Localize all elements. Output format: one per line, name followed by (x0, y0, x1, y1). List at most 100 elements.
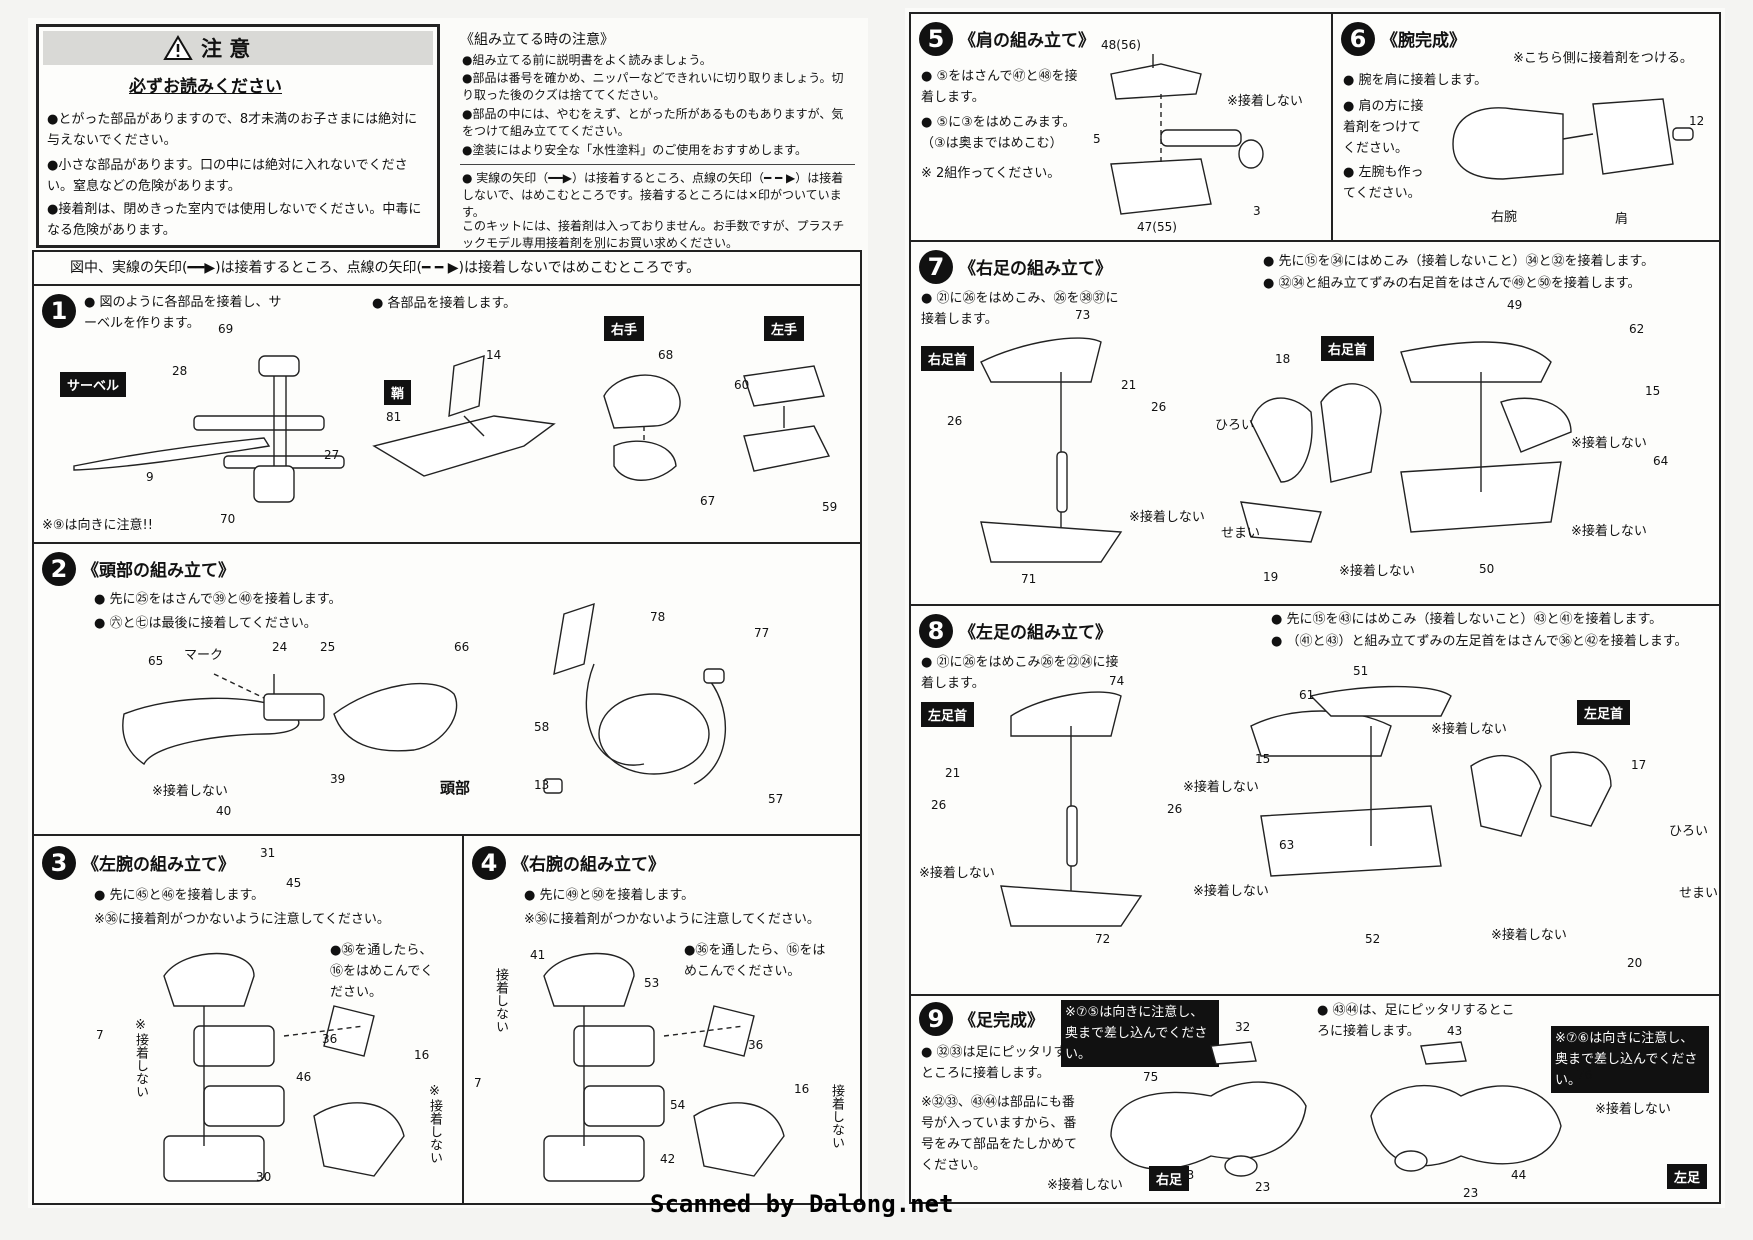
part-number: 72 (1095, 932, 1111, 946)
step-9: 9 《足完成》 ● ㉜㉝は足にピッタリするところに接着します。 ※㉜㉝、㊸㊹は部… (911, 996, 1719, 1202)
right-arm-label: 右腕 (1491, 210, 1518, 225)
part-number: 76 (1577, 1068, 1593, 1082)
part-number: 66 (454, 640, 470, 654)
no-bond-note: 接着しない (829, 1084, 844, 1149)
part-number: 67 (700, 494, 716, 508)
part-number: 65 (148, 654, 164, 668)
step-text: ● ㊸㊹は、足にピッタリするところに接着します。 (1317, 1003, 1515, 1039)
part-number: 18 (1275, 352, 1291, 366)
shoulder-diagram (1110, 54, 1264, 215)
right-foot-complete-diagram (1110, 1041, 1307, 1177)
legend-text: 図中、実線の矢印(━━▶)は接着するところ、点線の矢印(━ ━ ▶)は接着しない… (70, 260, 701, 276)
part-number: 70 (220, 512, 236, 526)
part-number: 20 (1627, 956, 1643, 970)
step-note: ※こちら側に接着剤をつける。 (1513, 51, 1693, 66)
mark-label: マーク (184, 648, 224, 663)
saber-diagram (73, 355, 345, 503)
part-number: 59 (822, 500, 838, 514)
step-text: ● 腕を肩に接着します。 (1343, 73, 1488, 88)
narrow-label: せまい (1679, 886, 1719, 901)
part-number: 64 (1653, 454, 1669, 468)
step-text: ● 先に㊺と㊻を接着します。 (94, 888, 265, 903)
wide-label: ひろい (1669, 824, 1709, 839)
left-foot-label: 左足 (1667, 1164, 1708, 1189)
no-bond-note: ※接着しない (427, 1084, 442, 1164)
left-foot-complete-diagram (1370, 1041, 1562, 1172)
part-number: 15 (1645, 384, 1661, 398)
step-text: ● 肩の方に接着剤をつけてください。 (1343, 99, 1424, 156)
part-number: 5 (1093, 132, 1101, 146)
step-5: 5 《肩の組み立て》 ● ⑤をはさんで㊼と㊽を接着します。 ● ⑤に③をはめこみ… (911, 14, 1333, 242)
step-text: ● ㉑に㉖をはめこみ㉖を㉒㉔に接着します。 (921, 655, 1119, 691)
step-text: ● 先に⑮を㉞にはめこみ（接着しないこと）㉞と㉜を接着します。 (1263, 254, 1655, 269)
part-number: 24 (272, 640, 288, 654)
part-number: 26 (947, 414, 963, 428)
arrow-note: ● 実線の矢印（━━▶）は接着するところ、点線の矢印（━ ━ ▶）は接着しないで… (462, 171, 844, 219)
part-number: 57 (768, 792, 784, 806)
part-number: 13 (534, 778, 550, 792)
part-number: 16 (414, 1048, 430, 1062)
no-bond-note: ※接着しない (919, 866, 995, 881)
caution-box: 注 意 必ずお読みください ●とがった部品がありますので、8才未満のお子さまには… (36, 24, 440, 248)
assembly-notes: 《組み立てる時の注意》 ●組み立てる前に説明書をよく読みましょう。 ●部品は番号… (460, 24, 860, 250)
part-number: 19 (1263, 570, 1279, 584)
assembly-note-item: ●組み立てる前に説明書をよく読みましょう。 (462, 53, 712, 67)
step-number: 7 (919, 250, 953, 284)
step-number: 1 (42, 294, 76, 328)
step-text: ● （㊶と㊸）と組み立てずみの左足首をはさんで㊱と㊷を接着します。 (1271, 634, 1688, 649)
step-6: 6 《腕完成》 ● 腕を肩に接着します。 ● 肩の方に接着剤をつけてください。 … (1333, 14, 1719, 242)
step-title: 《頭部の組み立て》 (82, 561, 235, 581)
step-note: ※⑦⑤は向きに注意し、奥まで差し込んでください。 (1061, 1000, 1219, 1067)
part-number: 36 (748, 1038, 764, 1052)
part-number: 43 (1447, 1024, 1463, 1038)
step-title: 《肩の組み立て》 (959, 31, 1095, 51)
part-number: 51 (1353, 664, 1369, 678)
legend-bar: 図中、実線の矢印(━━▶)は接着するところ、点線の矢印(━ ━ ▶)は接着しない… (34, 252, 860, 286)
step-text: ● ⑤に③をはめこみます。（③は奥まではめこむ） (921, 115, 1076, 151)
assembly-note-item: ●部品は番号を確かめ、ニッパーなどできれいに切り取りましょう。切り取った後のクズ… (462, 71, 844, 102)
step-text: ● 先に⑮を㊸にはめこみ（接着しないこと）㊸と㊶を接着します。 (1271, 612, 1663, 627)
part-number: 45 (286, 876, 302, 890)
right-foot-label: 右足 (1149, 1166, 1190, 1191)
head-label: 頭部 (440, 779, 471, 797)
part-number: 28 (172, 364, 188, 378)
part-number: 60 (734, 378, 750, 392)
head-diagram (543, 602, 727, 794)
no-bond-note: ※接着しない (1227, 94, 1303, 109)
part-number: 53 (644, 976, 660, 990)
right-hand-diagram (603, 374, 681, 481)
no-bond-note: ※接着しない (133, 1018, 148, 1098)
part-number: 21 (945, 766, 961, 780)
caution-item: ●とがった部品がありますので、8才未満のお子さまには絶対に与えないでください。 (47, 112, 418, 148)
left-page: 注 意 必ずお読みください ●とがった部品がありますので、8才未満のお子さまには… (28, 18, 868, 1208)
left-ankle-diagram (1000, 691, 1143, 927)
no-bond-note: ※接着しない (1491, 928, 1567, 943)
part-number: 68 (658, 348, 674, 362)
right-arm-diagram (543, 952, 785, 1182)
caution-item: ●接着剤は、閉めきった室内では使用しないでください。中毒になる危険があります。 (47, 202, 422, 238)
step-number: 4 (472, 846, 506, 880)
part-number: 47(55) (1137, 220, 1177, 234)
right-ankle-diagram (980, 337, 1123, 563)
step-text: ● 図のように各部品を接着し、サーベルを作ります。 (84, 295, 282, 331)
left-hand-label: 左手 (764, 316, 805, 341)
left-arm-diagram (163, 952, 405, 1182)
caution-heading: 注 意 (201, 37, 251, 61)
step-number: 2 (42, 552, 76, 586)
step-number: 5 (919, 22, 953, 56)
no-bond-note: ※接着しない (152, 784, 228, 799)
step-text: ● ㉑に㉖をはめこみ、㉖を㊳㊲に接着します。 (921, 291, 1119, 327)
left-hand-diagram (743, 365, 831, 472)
no-bond-note: ※接着しない (1595, 1102, 1671, 1117)
shoulder-label: 肩 (1615, 212, 1629, 227)
step-text: ●㊱を通したら、⑯をはめこんでください。 (330, 943, 434, 1000)
right-foot-diagram (1240, 341, 1572, 543)
step-title: 《左腕の組み立て》 (82, 855, 235, 875)
step-number: 3 (42, 846, 76, 880)
part-number: 26 (931, 798, 947, 812)
narrow-label: せまい (1221, 526, 1261, 541)
no-bond-note: ※接着しない (1431, 722, 1507, 737)
step-title: 《右腕の組み立て》 (512, 855, 665, 875)
step-number: 6 (1341, 22, 1375, 56)
head-crest-diagram (122, 673, 458, 766)
